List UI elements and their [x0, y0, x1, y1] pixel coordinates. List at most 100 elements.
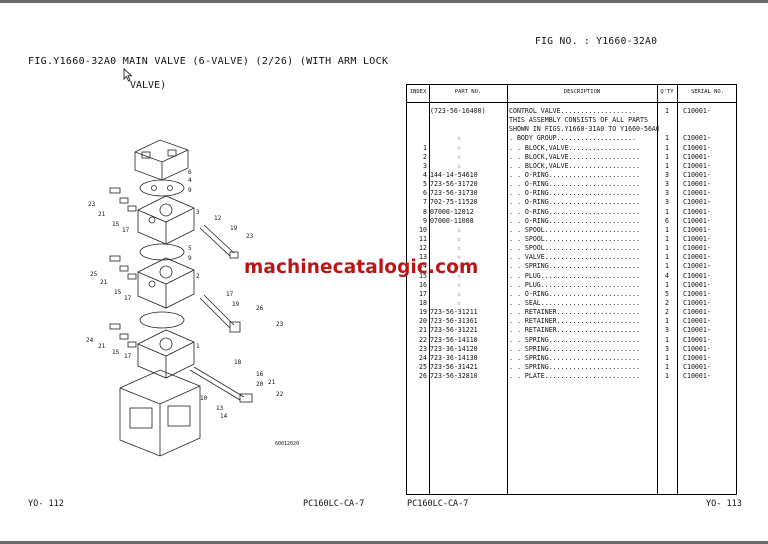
- row-qty: 1: [665, 207, 669, 216]
- callout-number: 17: [124, 295, 132, 302]
- row-serial: C10001-: [683, 216, 711, 225]
- row-index: 17: [419, 289, 427, 298]
- row-part-no: ☆: [457, 280, 461, 289]
- left-page-number: YO- 112: [28, 499, 64, 509]
- row-serial: C10001-: [683, 107, 711, 115]
- header-index: INDEX: [409, 89, 427, 95]
- callout-number: 15: [112, 221, 120, 228]
- row-index: 19: [419, 308, 427, 317]
- row-index: 24: [419, 353, 427, 362]
- row-qty: 1: [665, 362, 669, 371]
- row-description: . . O-RING.......................: [509, 216, 641, 225]
- callout-number: 4: [188, 177, 192, 184]
- row-index: 26: [419, 372, 427, 381]
- row-part-no: 144-14-54610: [430, 170, 478, 179]
- row-index: 9: [423, 216, 427, 225]
- row-description: . . RETAINER.....................: [509, 326, 641, 335]
- header-serial: SERIAL NO.: [690, 89, 725, 95]
- right-model: PC160LC-CA-7: [407, 499, 469, 509]
- row-part-no: ☆: [457, 225, 461, 234]
- row-index: 6: [423, 189, 427, 198]
- row-description: . . PLUG.........................: [509, 271, 641, 280]
- fig-no: FIG NO. : Y1660-32A0: [535, 36, 658, 47]
- row-index: 16: [419, 280, 427, 289]
- row-part-no: 723-56-31720: [430, 180, 478, 189]
- row-index: 20: [419, 317, 427, 326]
- row-index: 5: [423, 180, 427, 189]
- row-part-no: 723-56-32810: [430, 372, 478, 381]
- row-description: . . SPOOL........................: [509, 234, 641, 243]
- row-part-no: 07000-12012: [430, 207, 474, 216]
- row-qty: 1: [665, 317, 669, 326]
- row-index: 3: [423, 161, 427, 170]
- row-part-no: ☆: [457, 152, 461, 161]
- row-description: . . O-RING.......................: [509, 289, 641, 298]
- header-part-no: PART NO.: [454, 89, 482, 95]
- row-serial: C10001-: [683, 271, 711, 280]
- row-qty: 3: [665, 344, 669, 353]
- row-serial: C10001-: [683, 161, 711, 170]
- row-part-no: 723-56-31730: [430, 189, 478, 198]
- row-description: . . PLATE........................: [509, 372, 641, 381]
- callout-number: 21: [100, 279, 108, 286]
- row-qty: 1: [665, 134, 669, 143]
- row-description: . . SPOOL........................: [509, 244, 641, 253]
- row-index: 25: [419, 362, 427, 371]
- row-serial: C10001-: [683, 308, 711, 317]
- row-serial: C10001-: [683, 372, 711, 381]
- row-description: . . VALVE........................: [509, 253, 641, 262]
- callout-number: 2: [196, 273, 200, 280]
- right-page-number: YO- 113: [706, 499, 742, 509]
- row-serial: C10001-: [683, 234, 711, 243]
- row-serial: C10001-: [683, 353, 711, 362]
- row-serial: C10001-: [683, 134, 711, 143]
- row-part-no: ☆: [457, 143, 461, 152]
- row-serial: C10001-: [683, 207, 711, 216]
- row-serial: C10001-: [683, 152, 711, 161]
- row-qty: 3: [665, 170, 669, 179]
- row-description: . . O-RING.......................: [509, 180, 641, 189]
- row-part-no: 723-56-14110: [430, 335, 478, 344]
- callout-number: 20: [256, 381, 264, 388]
- row-qty: 1: [665, 161, 669, 170]
- row-serial: C10001-: [683, 253, 711, 262]
- callout-number: 22: [276, 391, 284, 398]
- row-description: . . SEAL.........................: [509, 298, 641, 307]
- row-qty: 2: [665, 308, 669, 317]
- row-part-no: 723-36-14130: [430, 353, 478, 362]
- top-bar: [0, 0, 768, 3]
- row-serial: C10001-: [683, 225, 711, 234]
- row-description: . . SPRING.......................: [509, 335, 641, 344]
- row-index: 21: [419, 326, 427, 335]
- row-description: THIS ASSEMBLY CONSISTS OF ALL PARTS: [509, 116, 648, 125]
- figure-title: FIG.Y1660-32A0 MAIN VALVE (6-VALVE) (2/2…: [28, 56, 389, 67]
- row-part-no: ☆: [457, 134, 461, 143]
- row-description: . . SPRING.......................: [509, 353, 641, 362]
- row-qty: 1: [665, 372, 669, 381]
- row-description: . . SPRING.......................: [509, 362, 641, 371]
- callout-number: 3: [196, 209, 200, 216]
- row-description: . . BLOCK,VALVE..................: [509, 161, 641, 170]
- row-part-no: 723-56-31361: [430, 317, 478, 326]
- callout-number: 15: [112, 349, 120, 356]
- row-description: CONTROL VALVE...................: [509, 107, 637, 115]
- row-description: . . RETAINER.....................: [509, 317, 641, 326]
- row-qty: 6: [665, 216, 669, 225]
- callout-number: 21: [98, 343, 106, 350]
- callout-number: 9: [188, 187, 192, 194]
